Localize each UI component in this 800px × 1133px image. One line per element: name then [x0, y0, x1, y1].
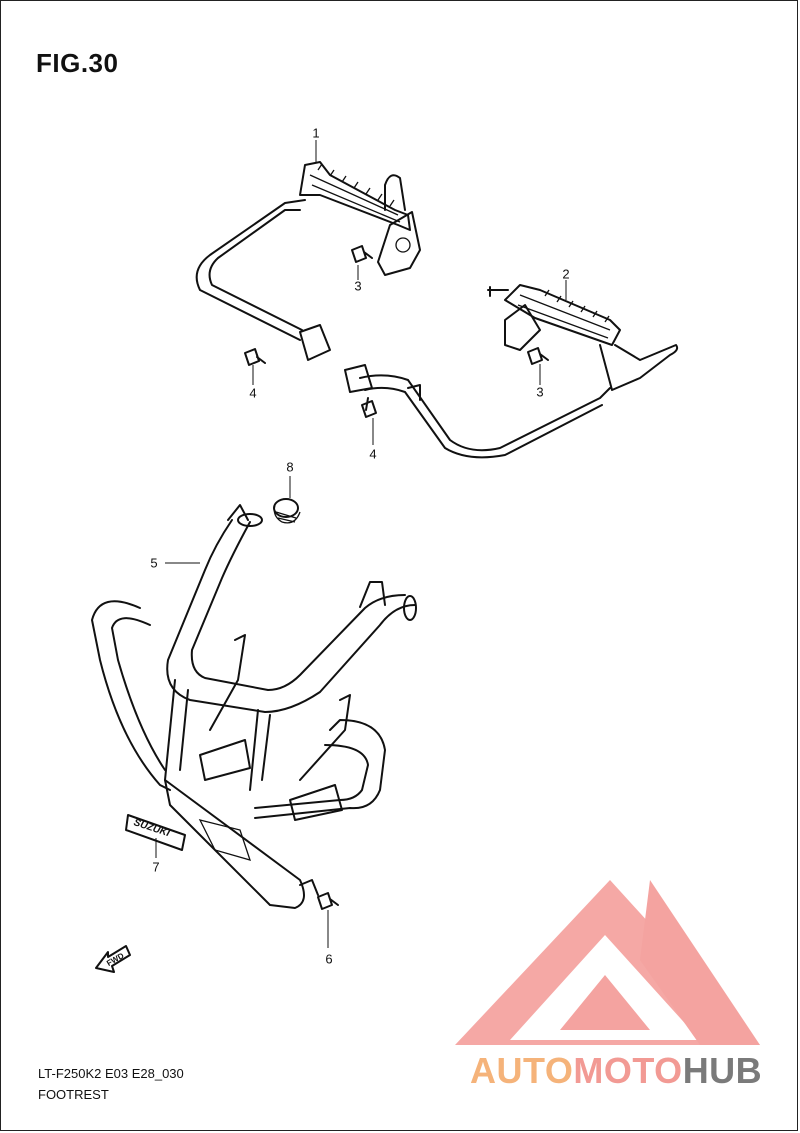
callout-part-8: 8: [286, 459, 294, 475]
diagram-code: LT-F250K2 E03 E28_030: [38, 1066, 184, 1081]
brand-part-auto: AUTO: [470, 1050, 574, 1091]
callout-part-4-right: 4: [369, 446, 377, 462]
right-footrest-part-2: [344, 284, 679, 459]
fwd-arrow-icon: FWD: [95, 945, 131, 973]
bumper-guard-part-5: [91, 504, 417, 909]
figure-title: FIG.30: [36, 48, 119, 78]
bolts: [244, 245, 549, 910]
left-footrest-part-1: [195, 161, 421, 361]
watermark-logo: [455, 880, 760, 1045]
callout-part-2: 2: [562, 266, 570, 282]
emblem-text: SUZUKI: [132, 817, 171, 839]
callout-part-7: 7: [152, 859, 160, 875]
callout-part-6: 6: [325, 951, 333, 967]
watermark-brand: AUTOMOTOHUB: [470, 1050, 762, 1092]
section-name: FOOTREST: [38, 1087, 109, 1102]
brand-part-hub: HUB: [682, 1050, 763, 1091]
brand-part-moto: MOTO: [573, 1050, 683, 1091]
callout-part-4-left: 4: [249, 385, 257, 401]
leader-lines: [155, 140, 567, 948]
rubber-cap-part-8: [273, 498, 301, 524]
callout-part-5: 5: [150, 555, 158, 571]
callout-part-3-right: 3: [536, 384, 544, 400]
callout-part-3-left: 3: [354, 278, 362, 294]
callout-part-1: 1: [312, 125, 320, 141]
